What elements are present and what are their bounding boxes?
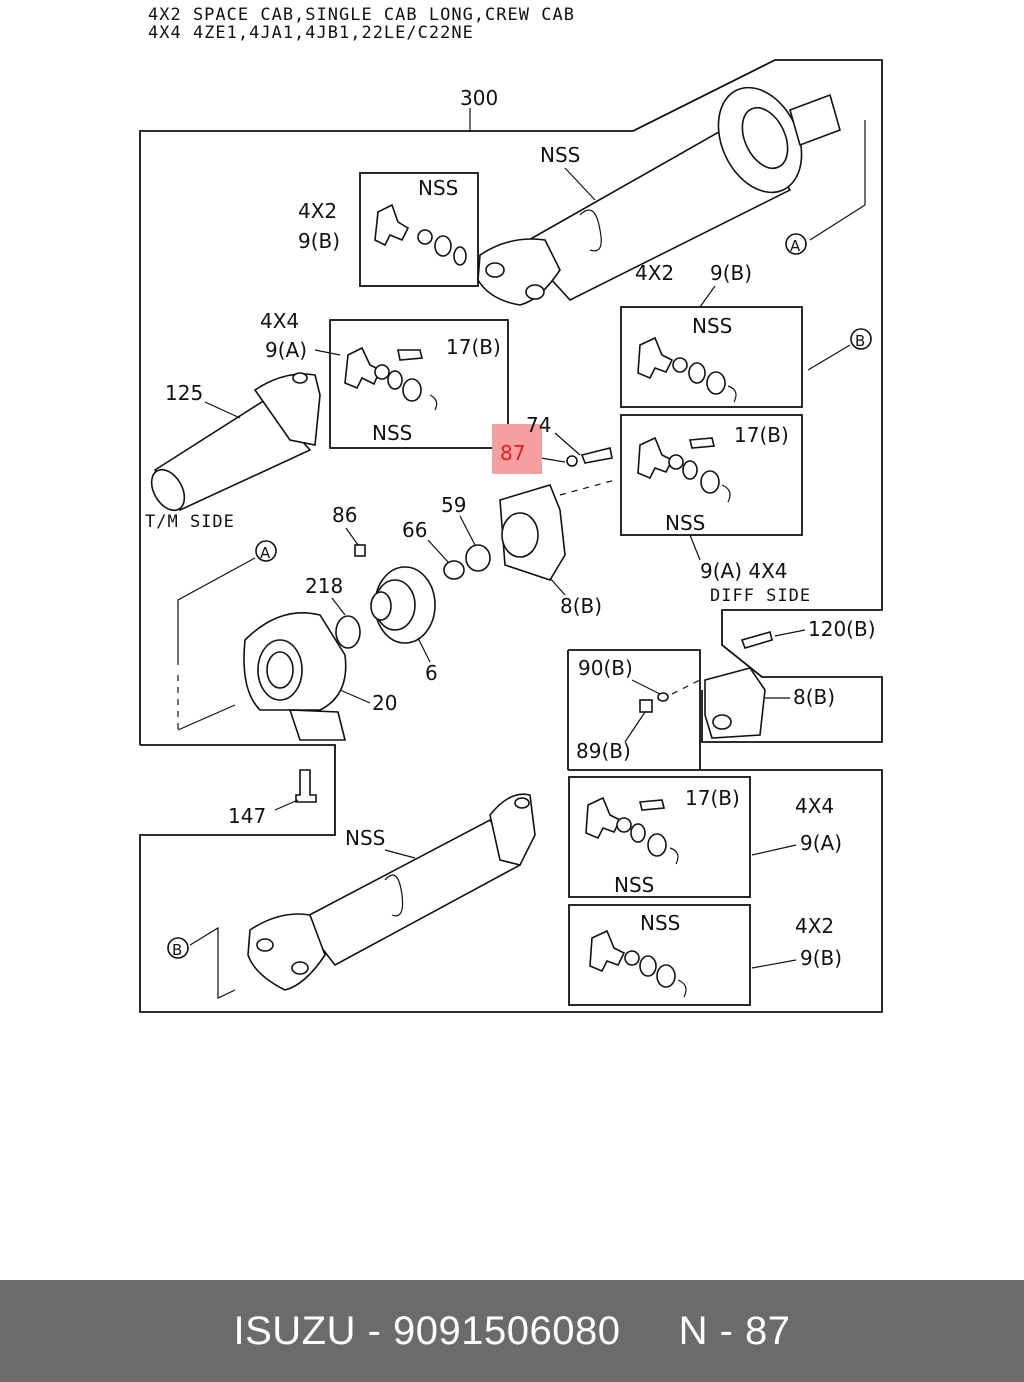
label-4x2-b: 4X2 [635, 261, 674, 285]
label-9a-c: 9(A) [800, 831, 842, 855]
header-line-2: 4X4 4ZE1,4JA1,4JB1,22LE/C22NE [148, 23, 474, 43]
label-90b: 90(B) [578, 656, 633, 680]
footer-gap [621, 1309, 679, 1354]
callout-b-right [850, 328, 872, 350]
label-nss-box4: NSS [665, 511, 705, 535]
label-8b-a: 8(B) [560, 594, 602, 618]
u-joint-kit-box-4x4-left [329, 319, 509, 449]
u-joint-kit-box-4x2-lower [568, 904, 751, 1006]
callout-b-right-label: B [855, 332, 865, 350]
flange-8b-lower [704, 667, 766, 739]
label-9a-b: 9(A) 4X4 [700, 559, 788, 583]
highlight-87 [492, 424, 542, 474]
callout-a-left-label: A [260, 544, 271, 562]
footer-page-ref: N - 87 [678, 1308, 791, 1353]
label-nss-box6: NSS [640, 911, 680, 935]
label-9b-a: 9(B) [298, 229, 340, 253]
header-line-1: 4X2 SPACE CAB,SINGLE CAB LONG,CREW CAB [148, 5, 575, 25]
label-17b-b: 17(B) [734, 423, 789, 447]
label-tm-side: T/M SIDE [145, 512, 235, 532]
label-218: 218 [305, 574, 343, 598]
label-8b-b: 8(B) [793, 685, 835, 709]
label-nss-shaft2: NSS [345, 826, 385, 850]
callout-a-top [785, 233, 807, 255]
label-20: 20 [372, 691, 397, 715]
label-86: 86 [332, 503, 357, 527]
assembly-outline [139, 59, 883, 1013]
label-9a-a: 9(A) [265, 338, 307, 362]
footer-separator: - [355, 1308, 394, 1353]
callout-a-left [255, 540, 277, 562]
center-bearing-assembly [243, 447, 613, 741]
label-125: 125 [165, 381, 203, 405]
label-17b-a: 17(B) [446, 335, 501, 359]
label-59: 59 [441, 493, 466, 517]
label-120b: 120(B) [808, 617, 876, 641]
propeller-shaft-intermediate [247, 793, 536, 991]
label-diff-side: DIFF SIDE [710, 586, 811, 606]
label-147: 147 [228, 804, 266, 828]
callout-a-top-label: A [790, 237, 801, 255]
label-nss-box2: NSS [372, 421, 412, 445]
label-nss-top: NSS [540, 143, 580, 167]
label-300: 300 [460, 86, 498, 110]
label-87: 87 [500, 441, 525, 465]
label-9b-c: 9(B) [800, 946, 842, 970]
label-4x2-c: 4X2 [795, 914, 834, 938]
footer-bar: ISUZU - 9091506080 N - 87 [0, 1280, 1024, 1382]
propeller-shaft-rear [477, 86, 841, 306]
callout-b-left [167, 937, 189, 959]
callout-b-left-label: B [172, 941, 182, 959]
label-17b-c: 17(B) [685, 786, 740, 810]
label-nss-box1: NSS [418, 176, 458, 200]
label-66: 66 [402, 518, 427, 542]
u-joint-kit-box-4x2-right [620, 306, 803, 408]
label-74: 74 [526, 413, 551, 437]
label-nss-box3: NSS [692, 314, 732, 338]
bolt-120b [740, 631, 773, 649]
footer-part-number: 9091506080 [393, 1308, 621, 1353]
label-4x2-a: 4X2 [298, 199, 337, 223]
u-joint-kit-box-4x4-lower [568, 776, 751, 898]
propeller-shaft-front [150, 372, 321, 512]
label-9b-b: 9(B) [710, 261, 752, 285]
bolt-147 [295, 769, 317, 803]
u-joint-kit-box-4x4-right [620, 414, 803, 536]
footer-brand: ISUZU [233, 1308, 356, 1353]
label-4x4-c: 4X4 [795, 794, 834, 818]
u-joint-kit-box-4x2-top [359, 172, 479, 287]
label-nss-box5: NSS [614, 873, 654, 897]
parts-diagram: 4X2 SPACE CAB,SINGLE CAB LONG,CREW CAB 4… [139, 5, 883, 1013]
label-4x4-a: 4X4 [260, 309, 299, 333]
label-89b: 89(B) [576, 739, 631, 763]
label-6: 6 [425, 661, 438, 685]
